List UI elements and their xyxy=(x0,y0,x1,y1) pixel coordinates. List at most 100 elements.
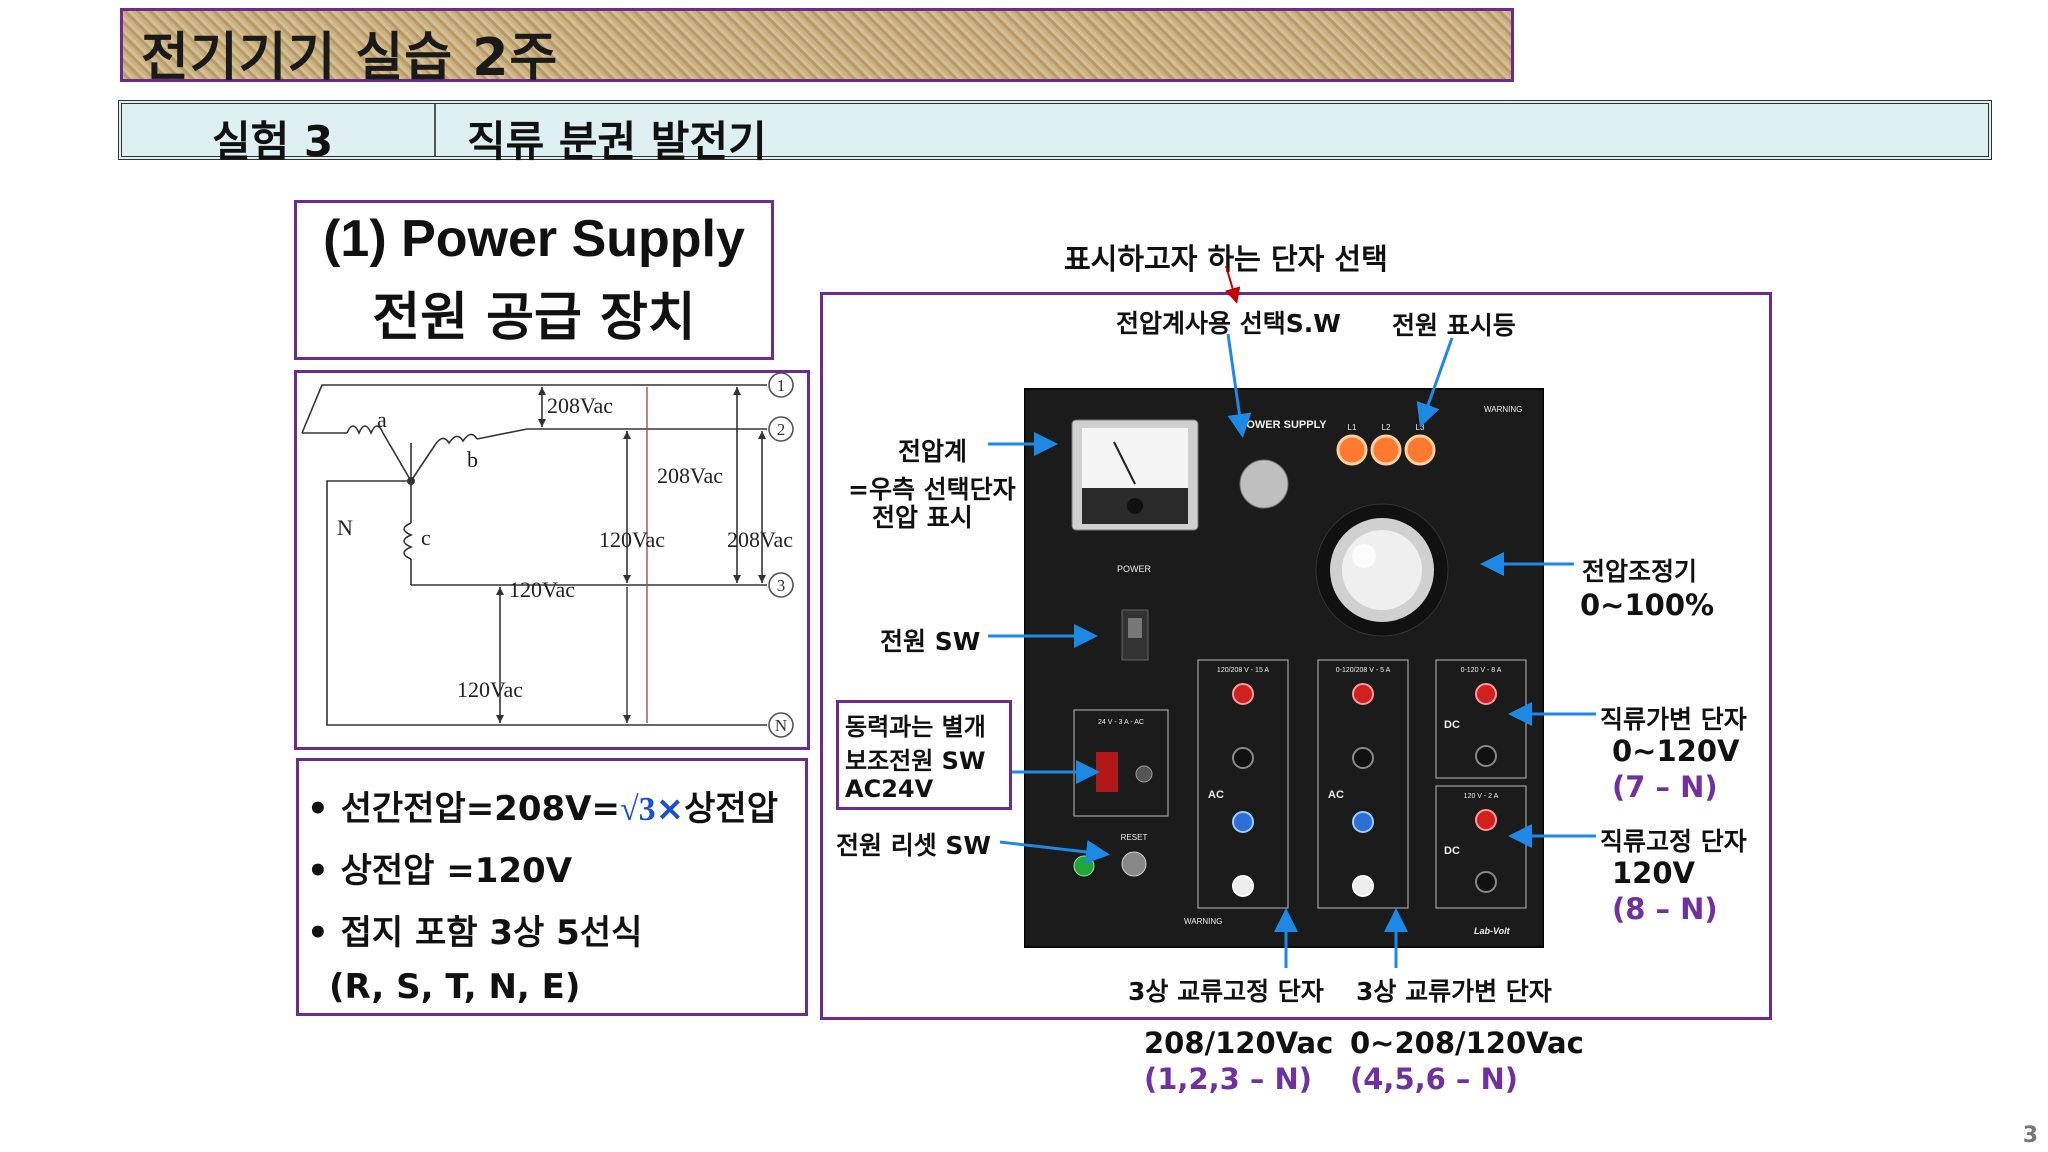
ac-variable-section xyxy=(1317,659,1409,909)
terminal-2 xyxy=(768,416,794,442)
regulator-label: 전압조정기 xyxy=(1582,557,1698,586)
regulator-range: 0~100% xyxy=(1580,588,1715,622)
experiment-name: 직류 분권 발전기 xyxy=(467,117,767,166)
dc-variable-terminals: (7 – N) xyxy=(1612,770,1718,804)
voltmeter-desc-1: =우측 선택단자 xyxy=(848,475,1016,504)
power-label: POWER xyxy=(1117,564,1152,574)
warning-top: WARNING xyxy=(1484,405,1522,414)
power-switch-label: 전원 SW xyxy=(880,627,981,656)
dc-fix-rating: 120 V - 2 A xyxy=(1464,793,1499,800)
phase-a-label: a xyxy=(377,407,387,432)
arrow-reset xyxy=(999,840,1110,864)
reset-button xyxy=(1121,851,1147,877)
reset-label: RESET xyxy=(1121,833,1148,842)
selector-switch-knob xyxy=(1239,459,1289,509)
voltage-label-4: 208Vac xyxy=(727,527,793,552)
voltage-label-1: 208Vac xyxy=(547,393,613,418)
bullet-list-box: • 선간전압=208V=√3×상전압 • 상전압 =120V • 접지 포함 3… xyxy=(296,758,808,1016)
brand-logo-text: Lab-Volt xyxy=(1474,926,1511,936)
aux-power-label-box: 동력과는 별개 보조전원 SW AC24V xyxy=(836,700,1012,810)
section-title-en: (1) Power Supply xyxy=(323,210,745,268)
coil-a xyxy=(346,425,384,436)
voltmeter-desc-2: 전압 표시 xyxy=(872,503,973,532)
arrow-selector xyxy=(1226,333,1252,438)
dc-variable-label: 직류가변 단자 xyxy=(1600,705,1747,734)
arrow-lamp xyxy=(1416,337,1454,428)
dc-var-rating: 0-120 V - 8 A xyxy=(1461,667,1502,674)
dc-fixed-value: 120V xyxy=(1612,856,1695,890)
terminal-1 xyxy=(768,372,794,398)
reset-switch-label: 전원 리셋 SW xyxy=(836,831,991,860)
voltage-label-5: 120Vac xyxy=(509,577,575,602)
divider xyxy=(434,104,436,156)
lamp-l2 xyxy=(1370,434,1402,466)
ac-fixed-section xyxy=(1197,659,1289,909)
aux-label-1: 동력과는 별개 xyxy=(845,713,986,741)
aux-rating: 24 V - 3 A - AC xyxy=(1098,719,1144,726)
dc-variable-range: 0~120V xyxy=(1612,734,1740,768)
dc-fixed-terminals: (8 – N) xyxy=(1612,892,1718,926)
experiment-bar: 실험 3 직류 분권 발전기 xyxy=(118,100,1992,166)
ac-fixed-terminals: (1,2,3 – N) xyxy=(1144,1062,1313,1096)
bullet-line-voltage: • 선간전압=208V=√3×상전압 xyxy=(307,789,778,829)
lamp-l2-label: L2 xyxy=(1382,423,1391,432)
select-terminal-label: 표시하고자 하는 단자 선택 xyxy=(1064,242,1388,276)
phase-c-label: c xyxy=(421,525,431,550)
voltmeter-label: 전압계 xyxy=(898,437,968,466)
neutral-wire xyxy=(326,480,767,726)
phase-b-label: b xyxy=(467,447,478,472)
ac-variable-terminals: (4,5,6 – N) xyxy=(1350,1062,1519,1096)
terminal-2-label: 2 xyxy=(777,420,786,439)
ac-fixed-value: 208/120Vac xyxy=(1144,1026,1334,1060)
dc-fix-dc-label: DC xyxy=(1444,845,1460,857)
bullet-phase-voltage: • 상전압 =120V xyxy=(307,851,573,891)
bullet-1-prefix: 선간전압=208V= xyxy=(340,789,620,829)
aux-label-3: AC24V xyxy=(845,775,934,803)
ac-var-ac-label: AC xyxy=(1328,789,1344,801)
aux-switch xyxy=(1096,752,1118,792)
device-header: POWER SUPPLY xyxy=(1239,419,1327,431)
terminal-1-label: 1 xyxy=(777,376,786,395)
coil-c xyxy=(403,522,414,560)
terminal-3-label: 3 xyxy=(777,576,786,595)
page-number: 3 xyxy=(2022,1123,2038,1148)
circuit-svg: 1 2 3 N a b c N 208Vac 208Vac 120Vac 208… xyxy=(301,372,794,738)
wye-circuit-diagram: 1 2 3 N a b c N 208Vac 208Vac 120Vac 208… xyxy=(294,370,810,750)
terminal-n xyxy=(768,712,794,738)
terminal-n-label: N xyxy=(775,716,787,735)
times-symbol: × xyxy=(655,789,685,829)
section-title-ko: 전원 공급 장치 xyxy=(372,288,696,348)
coil-b xyxy=(434,433,478,446)
ac-var-rating: 0-120/208 V - 5 A xyxy=(1336,667,1391,674)
lamp-l1-label: L1 xyxy=(1348,423,1357,432)
title-bar: 전기기기 실습 2주 xyxy=(120,8,1514,88)
bullet-2-text: 상전압 =120V xyxy=(340,851,573,891)
power-supply-device: POWER SUPPLY L1 L2 L3 WARNING POWER 24 V… xyxy=(1024,388,1544,948)
neutral-label: N xyxy=(337,515,353,540)
voltage-label-3: 120Vac xyxy=(599,527,665,552)
dc-fixed-label: 직류고정 단자 xyxy=(1600,827,1747,856)
bullet-wiring: • 접지 포함 3상 5선식 xyxy=(307,913,643,953)
lamp-l1 xyxy=(1336,434,1368,466)
aux-section xyxy=(1073,709,1169,817)
arrow-select-red xyxy=(1224,265,1241,304)
sqrt3-symbol: √3 xyxy=(619,791,656,828)
page-title: 전기기기 실습 2주 xyxy=(141,28,559,88)
warning-bottom: WARNING xyxy=(1184,917,1222,926)
line-1-wire xyxy=(301,384,767,434)
ac-variable-value: 0~208/120Vac xyxy=(1350,1026,1584,1060)
power-lamp-label: 전원 표시등 xyxy=(1392,311,1516,340)
dc-var-dc-label: DC xyxy=(1444,719,1460,731)
ac-fixed-rating: 120/208 V - 15 A xyxy=(1217,667,1269,674)
bullet-1-suffix: 상전압 xyxy=(684,789,778,829)
lamp-l3 xyxy=(1404,434,1436,466)
ac-variable-label: 3상 교류가변 단자 xyxy=(1356,977,1552,1006)
experiment-number: 실험 3 xyxy=(212,117,334,166)
ac-fixed-ac-label: AC xyxy=(1208,789,1224,801)
bullet-wires: (R, S, T, N, E) xyxy=(329,967,581,1007)
section-heading-box: (1) Power Supply 전원 공급 장치 xyxy=(294,200,774,360)
aux-label-2: 보조전원 SW xyxy=(845,747,986,775)
voltage-label-6: 120Vac xyxy=(457,677,523,702)
terminal-3 xyxy=(768,572,794,598)
